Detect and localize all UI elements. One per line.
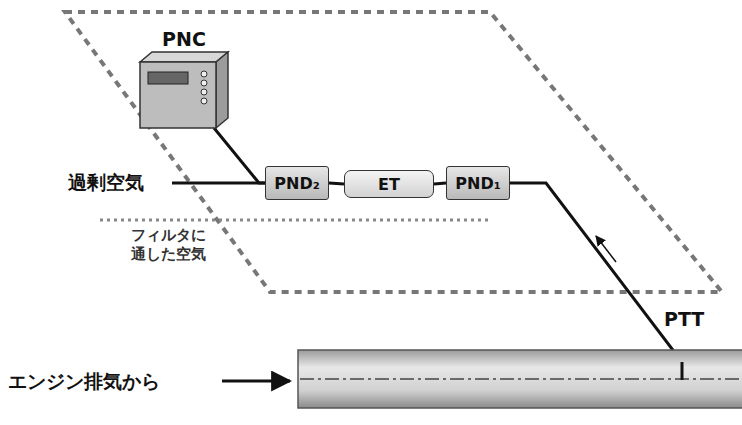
connector-line — [329, 183, 344, 184]
pipe-centerline — [300, 378, 742, 380]
flow-label: エンジン排気から — [8, 369, 160, 395]
node-label: PND₂ — [274, 174, 319, 193]
device-drawing — [136, 50, 232, 132]
exhaust-pipe — [298, 350, 742, 408]
part-label: PTT — [664, 308, 704, 330]
node-label: ET — [378, 175, 400, 194]
analyzer-device: PNC — [136, 28, 232, 132]
note-label: フィルタに 通した空気 — [112, 226, 224, 264]
filter-region-line — [100, 219, 488, 222]
air-line — [172, 182, 265, 185]
node-label: PND₁ — [455, 174, 500, 193]
sample-line — [510, 183, 682, 378]
probe — [681, 362, 684, 380]
connector-line — [214, 128, 265, 183]
flow-arrow — [596, 236, 616, 262]
exhaust-arrow — [222, 380, 290, 383]
connector-line — [434, 183, 446, 184]
air-label: 過剰空気 — [68, 170, 144, 196]
device-label: PNC — [136, 28, 232, 50]
process-box: PND₁ — [446, 166, 510, 200]
tube-cylinder: ET — [344, 170, 434, 198]
plane-outline — [65, 12, 722, 292]
process-box: PND₂ — [265, 166, 329, 200]
